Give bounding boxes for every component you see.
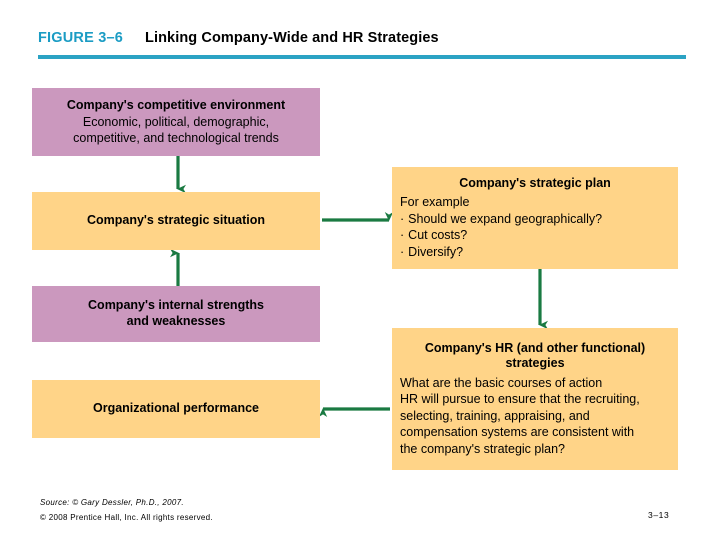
node-internal-strengths-title-line1: Company's internal strengths xyxy=(88,298,264,313)
node-competitive-environment-subtitle-line2: competitive, and technological trends xyxy=(73,130,279,145)
figure-header-line: FIGURE 3–6 Linking Company-Wide and HR S… xyxy=(38,30,686,46)
node-hr-strategies-body-line-1: What are the basic courses of action xyxy=(400,375,603,390)
page-number: 3–13 xyxy=(648,510,670,520)
node-competitive-environment-title: Company's competitive environment xyxy=(66,97,286,112)
node-hr-strategies-body-line-4: compensation systems are consistent with xyxy=(400,425,635,440)
node-hr-strategies-body-line-5: the company's strategic plan? xyxy=(400,441,565,456)
footer-source: Source: © Gary Dessler, Ph.D., 2007. xyxy=(40,498,184,507)
node-strategic-situation: Company's strategic situation xyxy=(32,192,320,250)
node-organizational-performance: Organizational performance xyxy=(32,380,320,438)
node-strategic-plan: Company's strategic plan For example Sho… xyxy=(392,167,678,269)
footer: Source: © Gary Dessler, Ph.D., 2007. © 2… xyxy=(40,498,680,522)
node-strategic-plan-intro: For example xyxy=(400,195,470,210)
node-competitive-environment: Company's competitive environment Econom… xyxy=(32,88,320,156)
node-strategic-plan-bullet-3: Diversify? xyxy=(400,244,670,261)
footer-copyright: © 2008 Prentice Hall, Inc. All rights re… xyxy=(40,513,213,522)
node-organizational-performance-title: Organizational performance xyxy=(92,401,259,416)
node-hr-strategies-body-line-2: HR will pursue to ensure that the recrui… xyxy=(400,392,640,407)
header-divider xyxy=(38,55,686,59)
node-hr-strategies-body: What are the basic courses of action HR … xyxy=(400,375,670,458)
node-strategic-plan-bullets: Should we expand geographically? Cut cos… xyxy=(400,211,670,261)
node-strategic-plan-body: For example Should we expand geographica… xyxy=(400,194,670,260)
node-hr-strategies-title-line1: Company's HR (and other functional) xyxy=(424,340,646,355)
node-strategic-plan-title: Company's strategic plan xyxy=(459,175,611,190)
figure-header: FIGURE 3–6 Linking Company-Wide and HR S… xyxy=(38,30,686,46)
node-hr-strategies: Company's HR (and other functional) stra… xyxy=(392,328,678,470)
figure-label: FIGURE 3–6 xyxy=(38,30,123,46)
node-strategic-situation-title: Company's strategic situation xyxy=(86,213,265,228)
node-hr-strategies-body-line-3: selecting, training, appraising, and xyxy=(400,408,590,423)
page-title: Linking Company-Wide and HR Strategies xyxy=(145,30,439,46)
node-strategic-plan-bullet-1: Should we expand geographically? xyxy=(400,211,670,228)
node-internal-strengths-title-line2: and weaknesses xyxy=(126,314,226,328)
node-hr-strategies-title-line2: strategies xyxy=(505,356,565,371)
node-internal-strengths: Company's internal strengths and weaknes… xyxy=(32,286,320,342)
node-competitive-environment-subtitle-line1: Economic, political, demographic, xyxy=(82,114,270,129)
node-strategic-plan-bullet-2: Cut costs? xyxy=(400,227,670,244)
